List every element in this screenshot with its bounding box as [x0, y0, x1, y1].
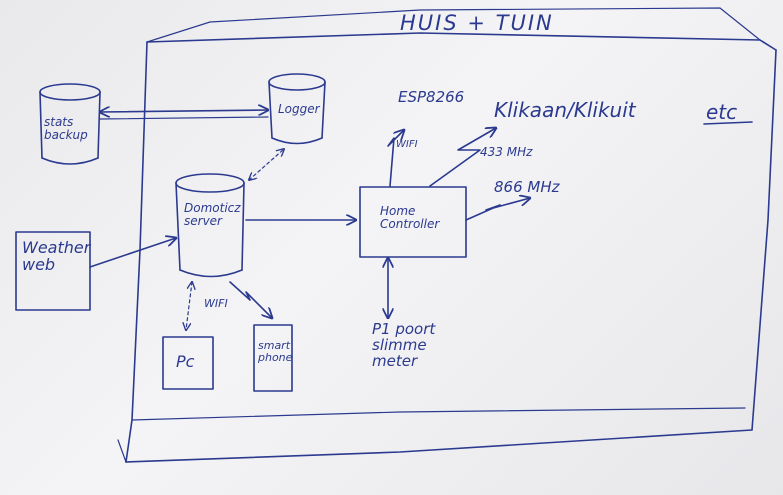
stats-backup-cylinder: [39, 83, 101, 165]
link-server-pc: [186, 282, 192, 330]
link-backup-logger-double: [99, 116, 269, 120]
etc-label: etc: [706, 100, 738, 124]
home-controller-label: Home Controller: [380, 204, 440, 231]
home-controller-box: [359, 186, 467, 258]
weather-web-label: Weather web: [22, 238, 91, 274]
link-backup-logger: [100, 110, 268, 112]
weather-web-box: [15, 231, 91, 311]
freq-433-label: 433 MHz: [480, 145, 533, 159]
wifi-server-label: WIFI: [204, 297, 228, 310]
wifi-esp-label: WIFI: [396, 139, 418, 150]
freq-866-label: 866 MHz: [494, 178, 560, 196]
p1-meter-label: P1 poort slimme meter: [372, 320, 436, 370]
link-server-logger: [249, 149, 284, 180]
esp-label: ESP8266: [398, 88, 465, 106]
link-866mhz: [465, 198, 530, 221]
link-server-smartphone: [229, 281, 272, 318]
logger-cylinder: [268, 73, 326, 145]
logger-label: Logger: [278, 102, 320, 116]
stats-backup-label: stats backup: [44, 115, 88, 142]
smartphone-box: [253, 324, 293, 392]
house-boundary: [117, 7, 777, 463]
domoticz-server-cylinder: [175, 173, 245, 278]
link-weather-server: [89, 238, 176, 268]
link-433mhz: [429, 128, 496, 187]
etc-underline: [703, 121, 753, 125]
klikaan-label: Klikaan/Klikuit: [494, 98, 636, 122]
pc-box: [162, 336, 214, 390]
domoticz-label: Domoticz server: [184, 201, 241, 228]
smartphone-label: smart phone: [258, 339, 293, 364]
pc-label: Pc: [176, 352, 195, 371]
link-esp-wifi: [387, 130, 404, 187]
diagram-title: HUIS + TUIN: [400, 11, 554, 35]
